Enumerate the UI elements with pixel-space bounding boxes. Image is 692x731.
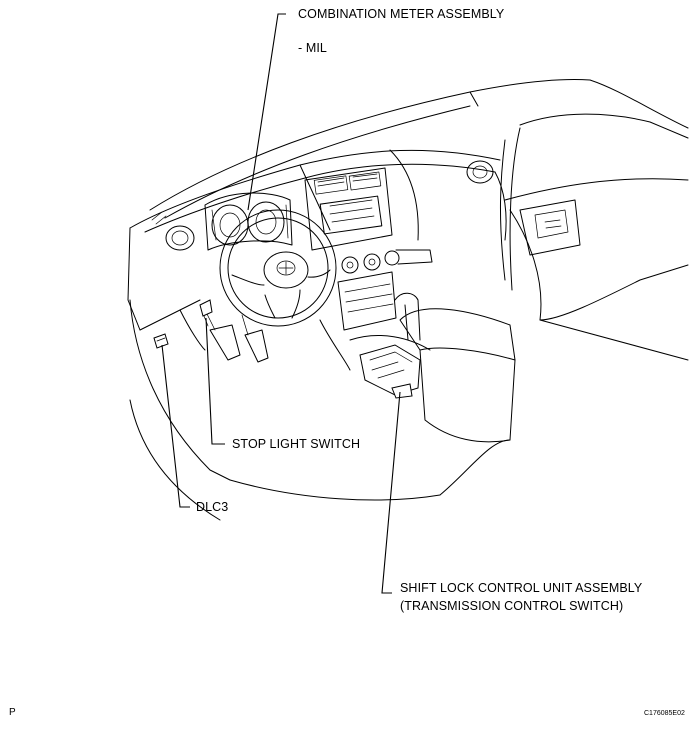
- dashboard-top: [127, 149, 507, 331]
- shift-lock-label-line2: (TRANSMISSION CONTROL SWITCH): [400, 599, 624, 613]
- floor-outline: [129, 399, 511, 521]
- shift-lock-label-line1: SHIFT LOCK CONTROL UNIT ASSEMBLY: [400, 581, 643, 595]
- center-stack: [304, 167, 433, 331]
- shift-lock-control-unit: [359, 344, 421, 399]
- mil-label: - MIL: [298, 41, 327, 55]
- pedals: [204, 309, 269, 363]
- combination-meter-label: COMBINATION METER ASSEMBLY: [298, 7, 505, 21]
- left-air-vent: [151, 211, 195, 251]
- figure-code: C176085E02: [644, 710, 685, 717]
- lower-dash-panel: [129, 299, 351, 481]
- stop-light-switch-part: [199, 299, 213, 327]
- windshield-outline: [149, 79, 689, 291]
- combination-meter-cluster: [204, 192, 293, 251]
- right-door: [504, 178, 689, 361]
- dlc3-label: DLC3: [196, 500, 229, 514]
- steering-wheel: [219, 209, 337, 327]
- leader-lines: [161, 13, 401, 594]
- dlc3-part: [153, 333, 169, 349]
- right-air-vent: [466, 160, 494, 184]
- stop-light-switch-label: STOP LIGHT SWITCH: [232, 437, 361, 451]
- page-marker: P: [9, 707, 16, 718]
